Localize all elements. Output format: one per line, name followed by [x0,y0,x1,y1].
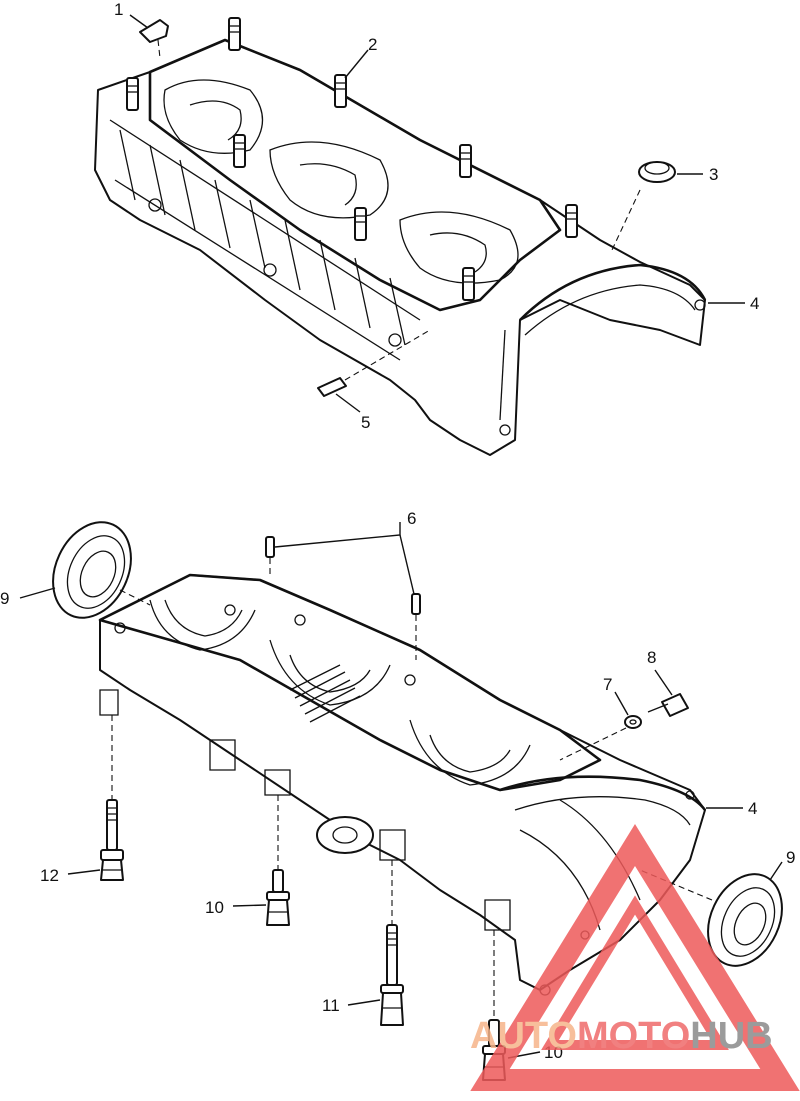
callout-12: 12 [40,866,59,885]
bolt-part-12 [100,715,124,881]
dowel-pins-part-6 [265,536,421,660]
watermark-text-moto: MOTO [577,1015,690,1057]
callout-4-upper: 4 [750,294,759,313]
stud [233,134,246,168]
automotohub-watermark: AUTOMOTOHUB [470,824,800,1091]
callout-11: 11 [322,996,340,1015]
lower-crankcase [98,573,707,996]
callout-3: 3 [709,165,718,184]
bolt-part-8 [559,693,689,761]
plug-part-3 [611,161,676,251]
fitting-part-1 [139,19,169,59]
callout-6: 6 [407,509,416,528]
watermark-triangle-icon [470,824,800,1091]
watermark-text-hub: HUB [690,1015,772,1057]
callout-8: 8 [647,648,656,667]
callout-2: 2 [368,35,377,54]
callout-10-upper: 10 [205,898,224,917]
upper-crankcase [94,38,707,456]
callout-7: 7 [603,675,612,694]
cylinder-studs [126,17,578,301]
oil-seal-left-part-9 [52,521,151,619]
callout-9-left: 9 [0,589,9,608]
callout-9-right: 9 [786,848,795,867]
pin-part-5 [317,329,431,397]
stud [565,204,578,238]
callout-4-lower: 4 [748,799,757,818]
stud [459,144,472,178]
bolt-part-10-upper [266,795,290,926]
washer-part-7 [624,715,642,729]
watermark-text-auto: AUTO [470,1015,577,1057]
bolt-part-11 [380,860,404,1026]
stud [354,207,367,241]
svg-text:AUTOMOTOHUB: AUTOMOTOHUB [470,1015,773,1057]
stud [334,74,347,108]
callout-labels: 1 2 3 4 5 6 9 8 7 4 9 12 10 11 10 [0,0,795,1062]
stud [126,77,139,111]
callout-1: 1 [114,0,123,19]
stud [462,267,475,301]
stud [228,17,241,51]
leader-lines [19,14,783,1059]
callout-5: 5 [361,413,370,432]
